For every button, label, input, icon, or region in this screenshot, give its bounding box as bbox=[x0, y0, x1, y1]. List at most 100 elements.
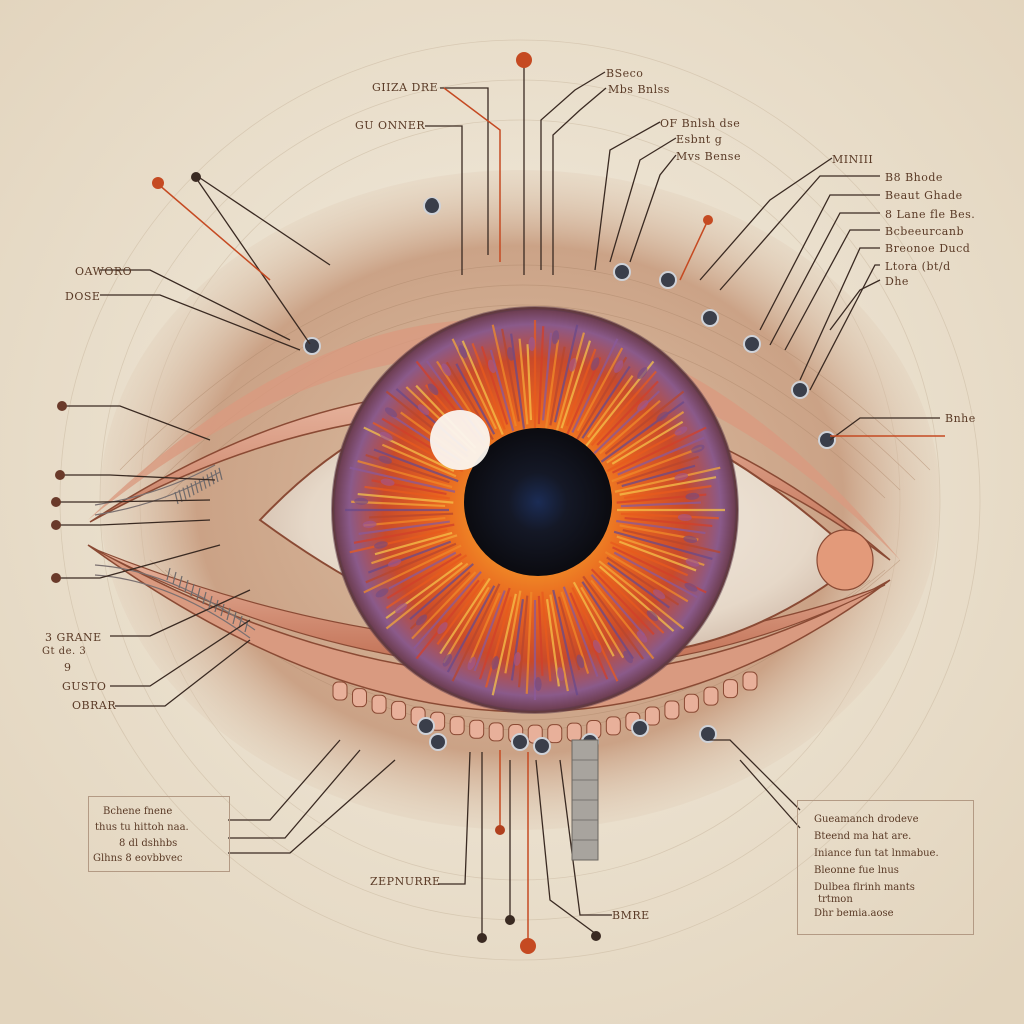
iris-fiber bbox=[367, 540, 452, 574]
leader-terminal-dot bbox=[426, 198, 438, 210]
iris-fiber bbox=[581, 365, 631, 439]
iris-crypt bbox=[513, 651, 521, 666]
iris-crypt bbox=[591, 357, 600, 371]
leader-terminal-dot bbox=[477, 933, 487, 943]
pin-head bbox=[699, 725, 717, 743]
iris-crypt bbox=[437, 622, 448, 634]
iris-fiber bbox=[619, 476, 717, 496]
iris-fiber bbox=[363, 426, 455, 472]
pin-head bbox=[533, 737, 551, 755]
right-note-line: Gueamanch drodeve bbox=[814, 814, 919, 825]
rib-mark bbox=[186, 485, 191, 498]
iris-fiber bbox=[599, 571, 665, 634]
iris-crypt bbox=[636, 631, 648, 643]
label-top-center-b: GU ONNER bbox=[355, 119, 426, 132]
label-top-right-a1: BSeco bbox=[606, 67, 644, 80]
leader-line bbox=[425, 125, 463, 275]
iris-fiber bbox=[349, 528, 448, 554]
iris-fiber bbox=[553, 324, 579, 423]
iris-crypt bbox=[685, 492, 700, 500]
iris-fiber bbox=[442, 586, 490, 664]
iris-fiber bbox=[614, 466, 721, 493]
iris-crypt bbox=[569, 358, 577, 372]
rib-mark bbox=[190, 583, 195, 597]
rib-mark bbox=[198, 478, 203, 491]
leader-line bbox=[60, 405, 211, 441]
label-top-right-a2: Mbs Bnlss bbox=[608, 83, 670, 96]
iris-fiber bbox=[555, 332, 586, 432]
iris-fiber bbox=[604, 390, 685, 455]
leader-line bbox=[535, 759, 597, 935]
gland-bead bbox=[547, 724, 563, 744]
label-left-2: DOSE bbox=[65, 290, 101, 303]
iris-fiber bbox=[560, 591, 590, 674]
label-right-4: Bcbeeurcanb bbox=[885, 225, 964, 238]
iris-fiber bbox=[581, 581, 634, 660]
iris-crypt bbox=[613, 360, 624, 373]
iris-fiber bbox=[388, 551, 457, 590]
rib-mark bbox=[214, 469, 219, 483]
leader-line bbox=[115, 639, 251, 707]
gland-bead bbox=[469, 719, 485, 739]
label-lower-left-3: 9 bbox=[64, 661, 72, 674]
iris-fiber bbox=[381, 443, 457, 478]
leader-terminal-dot bbox=[51, 497, 61, 507]
iris-crypt bbox=[691, 444, 705, 453]
iris-fiber bbox=[596, 380, 659, 446]
iris-fiber bbox=[576, 347, 624, 432]
iris-fiber bbox=[565, 348, 597, 427]
iris-fiber bbox=[582, 575, 645, 660]
leader-line bbox=[110, 619, 251, 687]
leader-terminal-dot bbox=[55, 470, 65, 480]
leader-line bbox=[100, 269, 291, 341]
iris-fiber bbox=[587, 375, 634, 438]
iris-fiber bbox=[624, 516, 713, 528]
pin-head bbox=[303, 337, 321, 355]
gland-bead bbox=[664, 700, 680, 720]
gland-bead bbox=[371, 694, 387, 714]
iris-crypt bbox=[674, 473, 689, 481]
iris-crypt bbox=[375, 588, 389, 598]
leader-line bbox=[719, 175, 880, 291]
iris-fiber bbox=[518, 338, 529, 425]
iris-fiber bbox=[365, 542, 457, 584]
leader-line bbox=[100, 294, 301, 351]
iris-fiber bbox=[491, 593, 517, 696]
iris-fiber bbox=[620, 501, 701, 508]
leader-line bbox=[55, 544, 221, 579]
iris-fiber bbox=[604, 551, 689, 603]
iris-crypt bbox=[652, 589, 666, 600]
leader-line bbox=[809, 264, 880, 391]
label-top-center-a: GIIZA DRE bbox=[372, 81, 439, 94]
iris-crypt bbox=[441, 363, 451, 376]
label-lower-left-1: 3 GRANE bbox=[45, 631, 102, 644]
iris-fiber bbox=[590, 574, 646, 636]
iris-fiber bbox=[566, 356, 602, 436]
iris-crypt bbox=[576, 654, 585, 669]
iris-fiber bbox=[371, 534, 458, 565]
iris-fiber bbox=[385, 554, 468, 609]
leader-line-red bbox=[679, 219, 709, 281]
leader-line bbox=[629, 154, 677, 263]
iris-fiber bbox=[552, 589, 579, 696]
left-note-line: 8 dl dshhbs bbox=[119, 838, 178, 849]
leader-line bbox=[739, 759, 801, 829]
leader-line bbox=[784, 229, 880, 351]
leader-line bbox=[195, 177, 311, 345]
iris-fiber bbox=[607, 562, 670, 609]
iris-fiber bbox=[409, 563, 474, 621]
iris-fiber bbox=[364, 485, 450, 500]
iris-fiber bbox=[358, 520, 450, 535]
leader-line bbox=[540, 71, 606, 270]
rib-mark bbox=[210, 472, 215, 485]
iris-fiber bbox=[357, 459, 453, 489]
iris-fiber bbox=[373, 448, 459, 483]
leader-line-red bbox=[443, 87, 501, 262]
iris-fiber bbox=[369, 512, 454, 519]
iris-fiber bbox=[612, 426, 707, 474]
iris-fiber bbox=[549, 594, 569, 692]
iris-crypt bbox=[507, 346, 515, 361]
leader-terminal-dot bbox=[57, 401, 67, 411]
leader-line bbox=[699, 157, 833, 281]
right-note-line: Iniance fun tat lnmabue. bbox=[814, 848, 939, 859]
